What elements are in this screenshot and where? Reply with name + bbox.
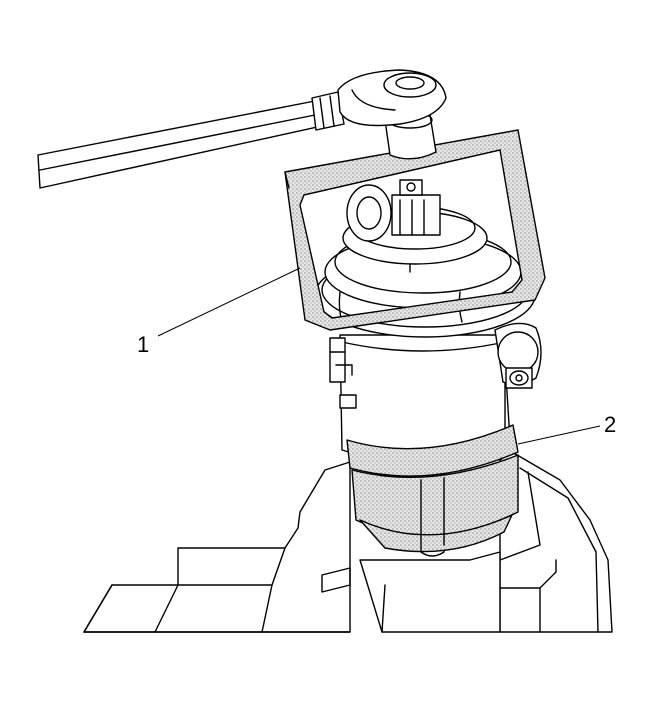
electrical-connector <box>494 322 542 389</box>
callout-label-2: 2 <box>604 412 616 437</box>
leader-line-1 <box>157 267 301 337</box>
leader-line-2 <box>517 425 601 445</box>
spanner-wrench <box>284 129 546 331</box>
strap-wrench-band <box>346 424 519 553</box>
ratchet-handle <box>37 69 447 189</box>
callout-label-1: 1 <box>137 332 149 357</box>
holding-fixture <box>83 451 613 633</box>
module-cap <box>342 179 488 265</box>
